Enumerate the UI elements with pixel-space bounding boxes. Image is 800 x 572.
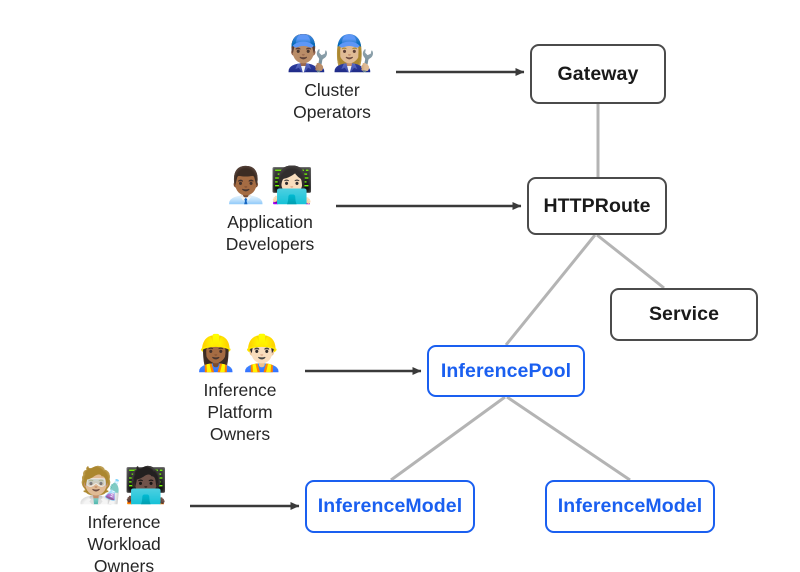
node-inferencepool[interactable]: InferencePool bbox=[427, 345, 585, 397]
inference-platform-owners-icon: 👷🏾‍♀️👷🏻‍♂️ bbox=[194, 334, 286, 374]
persona-application-developers-label: Application Developers bbox=[226, 211, 315, 255]
node-inferencepool-label: InferencePool bbox=[440, 359, 572, 382]
node-gateway[interactable]: Gateway bbox=[530, 44, 666, 104]
persona-application-developers-line-2: Developers bbox=[225, 234, 315, 254]
persona-inference-platform-owners: 👷🏾‍♀️👷🏻‍♂️ Inference Platform Owners bbox=[178, 333, 302, 445]
persona-cluster-operators-line-2: Operators bbox=[293, 102, 371, 122]
node-inferencemodel-2-label: InferenceModel bbox=[557, 495, 703, 517]
persona-inference-workload-owners-line-2: Workload Owners bbox=[87, 534, 161, 572]
node-httproute-label: HTTPRoute bbox=[543, 194, 651, 217]
node-inferencemodel-1-label: InferenceModel bbox=[317, 495, 463, 517]
persona-inference-workload-owners: 🧑🏼‍🔬🧑🏿‍💻 Inference Workload Owners bbox=[62, 465, 186, 572]
persona-cluster-operators-label: Cluster Operators bbox=[293, 79, 371, 123]
persona-inference-platform-owners-label: Inference Platform Owners bbox=[178, 379, 302, 445]
edge-httproute-inferencepool bbox=[504, 234, 597, 346]
persona-inference-platform-owners-line-1: Inference bbox=[203, 380, 277, 400]
persona-cluster-operators-line-1: Cluster bbox=[304, 80, 360, 100]
persona-cluster-operators: 👨🏽‍🔧👩🏼‍🔧 Cluster Operators bbox=[268, 33, 396, 123]
node-inferencemodel-2[interactable]: InferenceModel bbox=[545, 480, 715, 533]
inference-workload-owners-icon: 🧑🏼‍🔬🧑🏿‍💻 bbox=[78, 466, 170, 506]
persona-inference-workload-owners-line-1: Inference bbox=[87, 512, 161, 532]
edge-httproute-service bbox=[596, 233, 665, 290]
persona-inference-platform-owners-line-2: Platform Owners bbox=[207, 402, 273, 444]
persona-inference-workload-owners-label: Inference Workload Owners bbox=[62, 511, 186, 572]
node-gateway-label: Gateway bbox=[557, 62, 639, 85]
node-inferencemodel-1[interactable]: InferenceModel bbox=[305, 480, 475, 533]
edge-inferencepool-model2 bbox=[506, 395, 631, 482]
cluster-operators-icon: 👨🏽‍🔧👩🏼‍🔧 bbox=[286, 34, 378, 74]
persona-application-developers-line-1: Application bbox=[227, 212, 313, 232]
persona-application-developers: 👨🏾‍💼👩🏻‍💻 Application Developers bbox=[205, 165, 335, 255]
node-service-label: Service bbox=[648, 303, 720, 325]
node-service[interactable]: Service bbox=[610, 288, 758, 341]
node-httproute[interactable]: HTTPRoute bbox=[527, 177, 667, 235]
edge-inferencepool-model1 bbox=[390, 395, 506, 482]
application-developers-icon: 👨🏾‍💼👩🏻‍💻 bbox=[224, 166, 316, 206]
